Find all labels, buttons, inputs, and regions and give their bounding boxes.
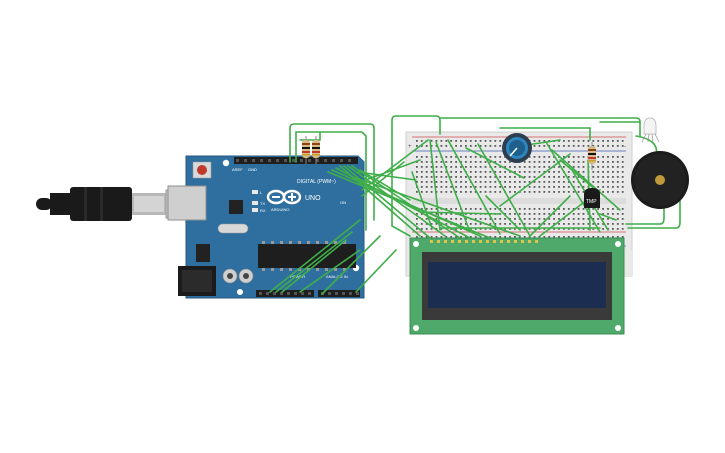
rail-plus-label: + <box>408 144 412 150</box>
rgb-led-icon[interactable] <box>641 117 660 143</box>
tx-label: TX <box>260 201 265 206</box>
tx-led <box>252 201 258 205</box>
wires <box>269 115 681 295</box>
rail-minus-label: - <box>624 144 626 150</box>
reset-button[interactable] <box>192 161 212 179</box>
temperature-sensor-icon[interactable]: TMP <box>584 188 600 208</box>
rx-led <box>252 208 258 212</box>
atmega-chip <box>258 244 356 268</box>
lcd-pin-header[interactable] <box>430 240 538 243</box>
digital-label: DIGITAL (PWM~) <box>297 179 336 185</box>
power-header[interactable] <box>256 290 314 297</box>
arduino-uno-board[interactable]: AREF GND DIGITAL (PWM~) L TX RX ON UNO A… <box>167 155 365 299</box>
gnd-label: GND <box>248 167 257 172</box>
aref-label: AREF <box>232 167 243 172</box>
resistor-icon[interactable] <box>588 142 596 170</box>
analog-header[interactable] <box>318 290 360 297</box>
bottom-header-pins <box>259 292 359 295</box>
l-label: L <box>260 190 263 195</box>
sensor-label: TMP <box>586 199 597 205</box>
rx-label: RX <box>260 208 266 213</box>
usb-chip <box>229 200 243 214</box>
on-label: ON <box>340 200 346 205</box>
lcd-16x2-icon[interactable] <box>409 237 625 335</box>
voltage-regulator <box>196 244 210 262</box>
model-label: UNO <box>305 195 321 202</box>
resistor-icon[interactable] <box>312 136 320 164</box>
power-jack <box>178 266 216 296</box>
potentiometer-icon[interactable] <box>502 133 532 163</box>
power-label: POWER <box>290 274 305 279</box>
lcd-screen <box>428 262 606 308</box>
resistor-icon[interactable] <box>302 136 310 164</box>
usb-port <box>167 185 207 221</box>
arduino-logo-icon <box>266 189 302 205</box>
digital-header-pins <box>236 159 351 162</box>
piezo-buzzer-icon[interactable] <box>631 151 689 209</box>
analog-label: ANALOG IN <box>326 274 348 279</box>
brand-label: ARDUINO <box>271 207 289 212</box>
crystal <box>217 223 249 234</box>
l-led <box>252 190 258 194</box>
